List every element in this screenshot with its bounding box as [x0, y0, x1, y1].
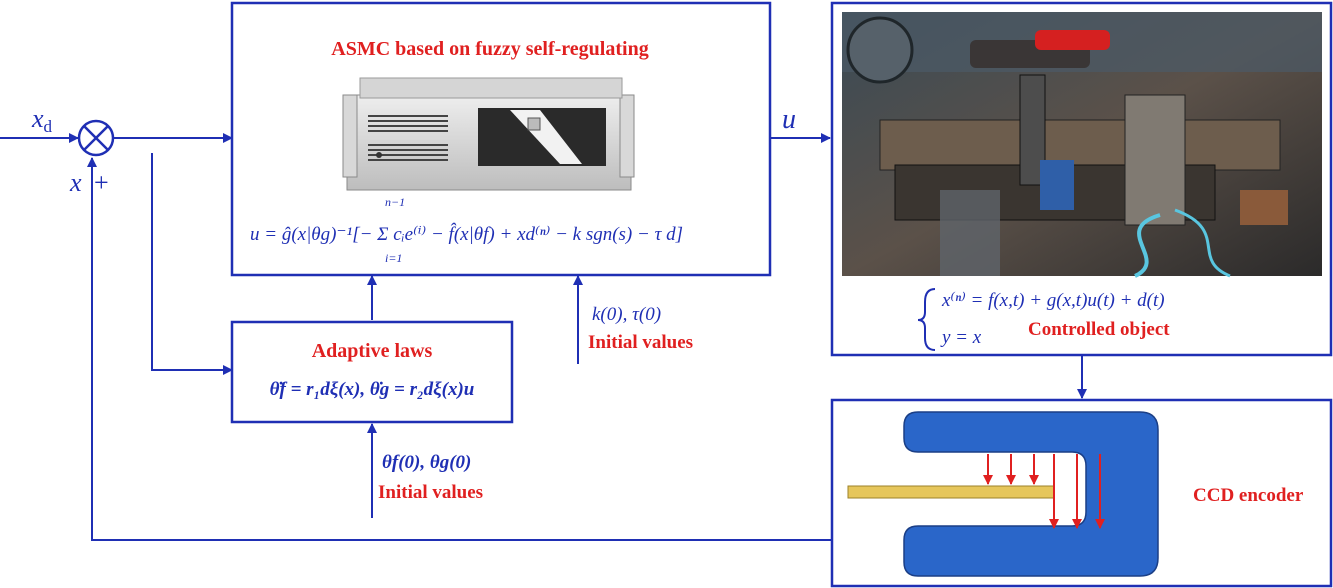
light-arrows	[983, 454, 1105, 529]
asmc-formula: u = ĝ(x|θg)⁻¹[− Σ cᵢe⁽ⁱ⁾ − f̂(x|θf) + xd…	[250, 223, 683, 245]
plant-equation-2: y = x	[940, 327, 982, 348]
summing-junction	[77, 119, 115, 157]
xd-label: xd	[31, 104, 53, 136]
equation-brace	[917, 288, 936, 351]
adaptive-laws-block: Adaptive laws θ̇f = r₁dξ(x), θ̇g = r₂dξ(…	[230, 320, 514, 424]
controlled-object-block: x⁽ⁿ⁾ = f(x,t) + g(x,t)u(t) + d(t) y = x …	[830, 1, 1333, 357]
x-feedback-label: x	[69, 168, 82, 197]
k-tau-initial-label: Initial values	[588, 332, 693, 353]
industrial-pc-image	[342, 77, 635, 191]
ccd-encoder-block: CCD encoder	[830, 398, 1333, 588]
ccd-encoder-label: CCD encoder	[1193, 485, 1304, 506]
adaptive-formula: θ̇f = r₁dξ(x), θ̇g = r₂dξ(x)u	[270, 379, 475, 400]
sum-lower-limit: i=1	[385, 251, 402, 265]
plant-equation-1: x⁽ⁿ⁾ = f(x,t) + g(x,t)u(t) + d(t)	[941, 290, 1165, 311]
theta-initial-label: Initial values	[378, 482, 483, 503]
adaptive-title: Adaptive laws	[312, 340, 433, 362]
encoder-u-shape	[903, 411, 1159, 577]
asmc-title: ASMC based on fuzzy self-regulating	[331, 38, 648, 60]
sum-upper-limit: n−1	[385, 195, 405, 209]
asmc-block: ASMC based on fuzzy self-regulating u	[230, 1, 772, 277]
controlled-object-label: Controlled object	[1028, 319, 1170, 340]
grating-strip	[847, 485, 1055, 499]
theta-initial-values: θf(0), θg(0)	[382, 452, 471, 473]
error-to-adaptive-line	[151, 153, 233, 375]
k-tau-initial-values: k(0), τ(0)	[592, 304, 661, 325]
test-rig-photo	[842, 12, 1322, 278]
u-label: u	[782, 104, 796, 135]
feedback-line	[87, 157, 832, 541]
plus-sign: +	[94, 168, 109, 197]
